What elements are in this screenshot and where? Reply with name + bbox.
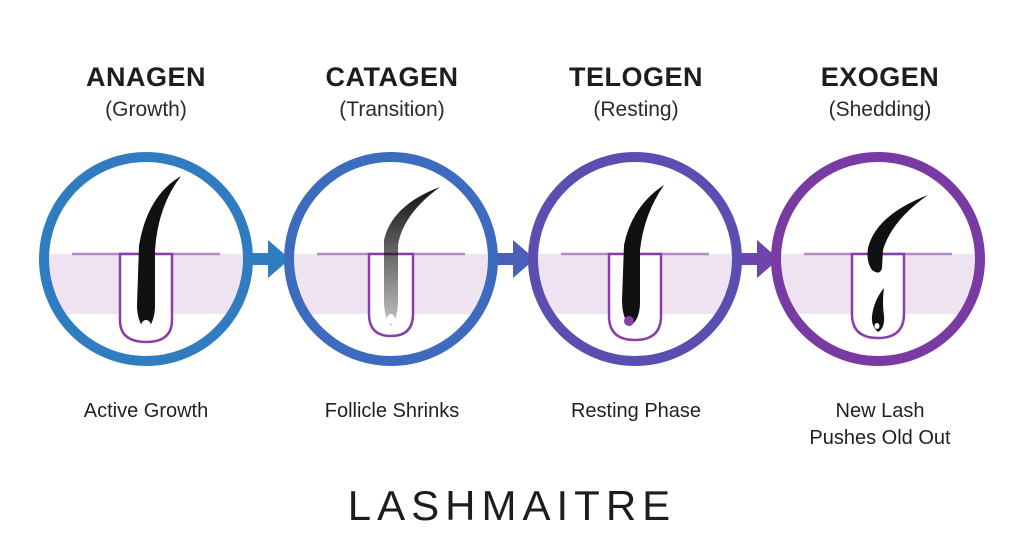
caption-telogen: Resting Phase bbox=[570, 400, 702, 422]
phase-subtitle-catagen: (Transition) bbox=[339, 98, 445, 121]
caption-anagen: Active Growth bbox=[83, 400, 209, 422]
caption-catagen: Follicle Shrinks bbox=[324, 400, 460, 422]
ring-telogen bbox=[528, 152, 742, 366]
brand-wordmark: LASHMAITRE bbox=[347, 482, 677, 529]
phase-subtitle-exogen: (Shedding) bbox=[828, 98, 932, 121]
arrow-anagen-to-catagen bbox=[248, 240, 290, 278]
phase-title-anagen: ANAGEN bbox=[85, 62, 206, 92]
phase-circle-exogen bbox=[771, 152, 985, 366]
phase-title-exogen: EXOGEN bbox=[820, 62, 940, 92]
phase-subtitle-anagen: (Growth) bbox=[105, 98, 187, 121]
ring-anagen bbox=[39, 152, 253, 366]
ring-exogen bbox=[771, 152, 985, 366]
phase-subtitle-telogen: (Resting) bbox=[593, 98, 679, 121]
arrow-catagen-to-telogen bbox=[493, 240, 535, 278]
caption-exogen: New Lash Pushes Old Out bbox=[809, 400, 951, 449]
phase-title-telogen: TELOGEN bbox=[568, 62, 703, 92]
phase-circle-telogen bbox=[528, 152, 742, 366]
arrow-telogen-to-exogen bbox=[737, 240, 779, 278]
phase-circle-anagen bbox=[39, 152, 253, 366]
phase-circle-catagen bbox=[284, 152, 498, 366]
ring-catagen bbox=[284, 152, 498, 366]
phase-title-catagen: CATAGEN bbox=[325, 62, 459, 92]
